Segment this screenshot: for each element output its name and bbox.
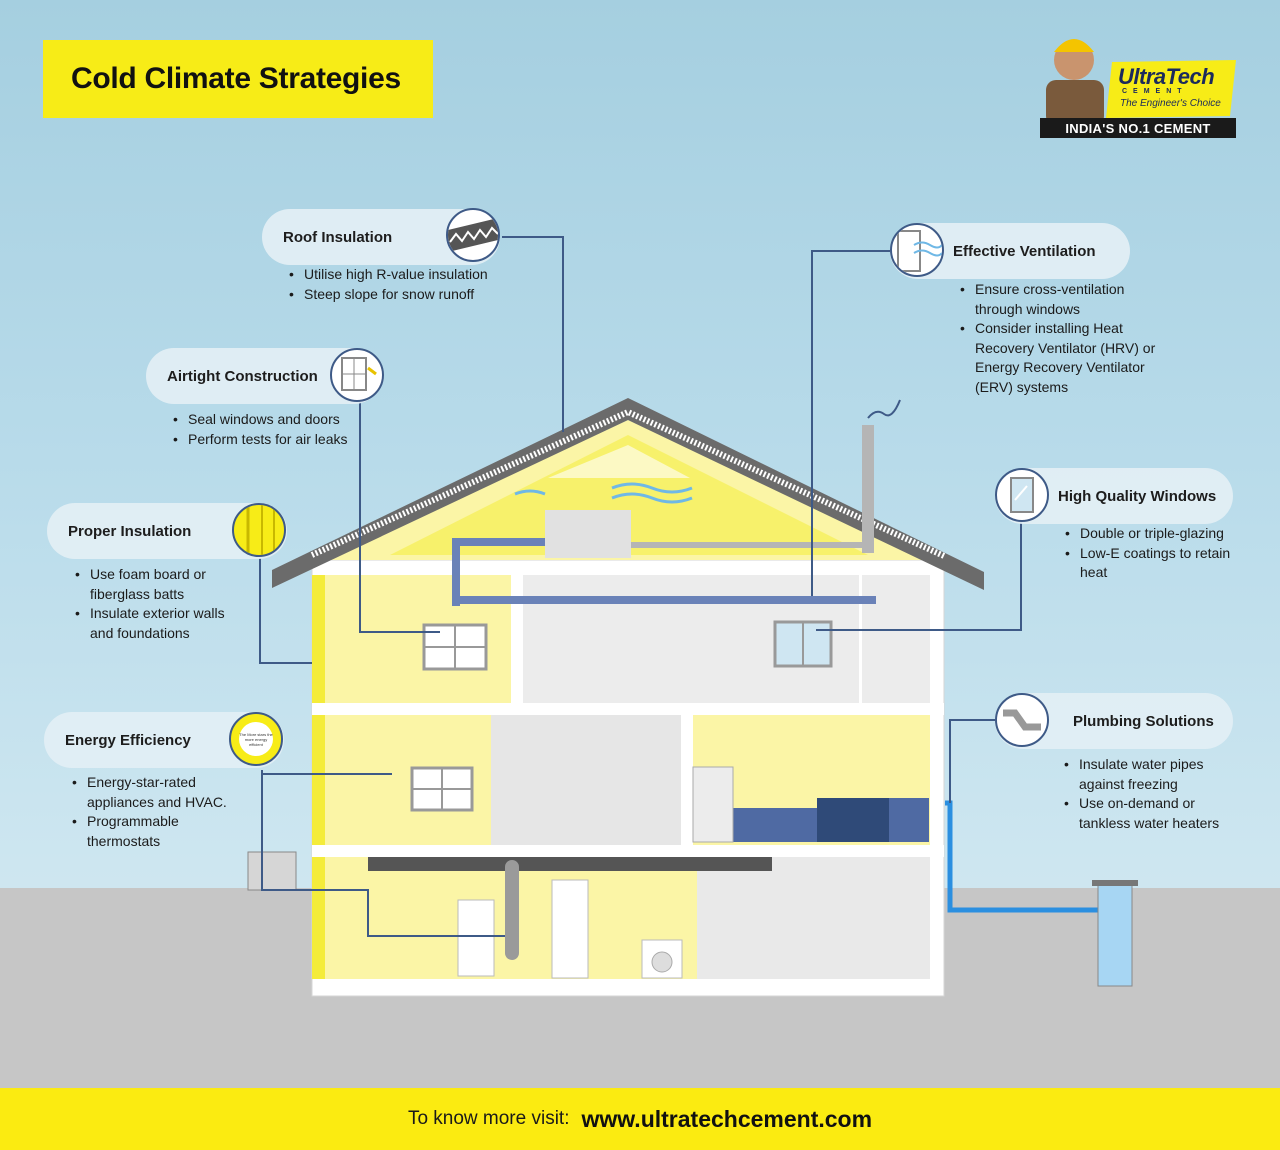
- bullet: Perform tests for air leaks: [173, 430, 373, 450]
- vent-pipe: [862, 425, 874, 553]
- glazed-window-icon: [995, 468, 1049, 522]
- bullet: Ensure cross-ventilation through windows: [960, 280, 1165, 319]
- roof-insulation-label: Roof Insulation: [283, 228, 393, 246]
- window-seal-icon: [330, 348, 384, 402]
- pipe-icon: [995, 693, 1049, 747]
- roof-insulation-bullets: Utilise high R-value insulation Steep sl…: [289, 265, 529, 304]
- airtight-label: Airtight Construction: [167, 367, 318, 385]
- window-mid: [410, 766, 474, 812]
- energy-efficiency-bullets: Energy-star-rated appliances and HVAC. P…: [72, 773, 252, 851]
- windows-label: High Quality Windows: [1058, 487, 1217, 505]
- footer-url[interactable]: www.ultratechcement.com: [581, 1105, 873, 1132]
- wall-insulation: [312, 575, 325, 703]
- room-mid-center: [491, 715, 681, 845]
- basement-duct: [368, 857, 772, 871]
- water-tank: [1097, 883, 1133, 987]
- bullet: Low-E coatings to retain heat: [1065, 544, 1245, 583]
- water-heater: [457, 899, 495, 977]
- airtight-bullets: Seal windows and doors Perform tests for…: [173, 410, 373, 449]
- airflow-icon: [611, 482, 693, 494]
- water-pipe: [945, 800, 1115, 913]
- room-top-right: [862, 575, 930, 703]
- kitchen-counter: [733, 808, 817, 842]
- energy-star-icon: The More stars the more energy efficient: [229, 712, 283, 766]
- window-top-right: [773, 620, 833, 668]
- energy-star-text: The More stars the more energy efficient: [239, 722, 273, 756]
- roof-insulation-icon: [446, 208, 500, 262]
- bullet: Use on-demand or tankless water heaters: [1064, 794, 1239, 833]
- fridge: [692, 766, 734, 843]
- logo-graphic: [1046, 39, 1236, 126]
- title-banner: Cold Climate Strategies: [43, 40, 433, 118]
- logo-slogan: INDIA'S NO.1 CEMENT: [1040, 118, 1236, 138]
- ventilation-bullets: Ensure cross-ventilation through windows…: [960, 280, 1165, 397]
- bullet: Use foam board or fiberglass batts: [75, 565, 245, 604]
- bullet: Programmable thermostats: [72, 812, 252, 851]
- plumbing-bullets: Insulate water pipes against freezing Us…: [1064, 755, 1239, 833]
- duct: [452, 538, 545, 546]
- logo-tagline: The Engineer's Choice: [1120, 98, 1221, 109]
- connector-lines: [259, 236, 1022, 937]
- bullet: Double or triple-glazing: [1065, 524, 1245, 544]
- footer-banner: To know more visit: www.ultratechcement.…: [0, 1088, 1280, 1150]
- insulation-panel-icon: [232, 503, 286, 557]
- energy-efficiency-label: Energy Efficiency: [65, 731, 191, 749]
- bullet: Insulate water pipes against freezing: [1064, 755, 1239, 794]
- bullet: Seal windows and doors: [173, 410, 373, 430]
- bullet: Steep slope for snow runoff: [289, 285, 529, 305]
- bullet: Energy-star-rated appliances and HVAC.: [72, 773, 252, 812]
- bullet: Utilise high R-value insulation: [289, 265, 529, 285]
- plumbing-label: Plumbing Solutions: [1073, 712, 1214, 730]
- footer-label: To know more visit:: [407, 1108, 570, 1129]
- logo-brand: UltraTech: [1118, 64, 1215, 89]
- furnace: [551, 879, 589, 979]
- ventilation-window-icon: [890, 223, 944, 277]
- bullet: Consider installing Heat Recovery Ventil…: [960, 319, 1165, 397]
- ac-unit: [247, 851, 297, 891]
- page-title: Cold Climate Strategies: [71, 62, 401, 95]
- vent-air-icon: [867, 399, 901, 419]
- logo-brand-sub: CEMENT: [1122, 88, 1188, 95]
- hvac-unit: [545, 510, 631, 558]
- proper-insulation-label: Proper Insulation: [68, 522, 192, 540]
- ventilation-label: Effective Ventilation: [953, 242, 1096, 260]
- bullet: Insulate exterior walls and foundations: [75, 604, 245, 643]
- windows-bullets: Double or triple-glazing Low-E coatings …: [1065, 524, 1245, 583]
- room-basement-right: [697, 857, 930, 979]
- proper-insulation-bullets: Use foam board or fiberglass batts Insul…: [75, 565, 245, 643]
